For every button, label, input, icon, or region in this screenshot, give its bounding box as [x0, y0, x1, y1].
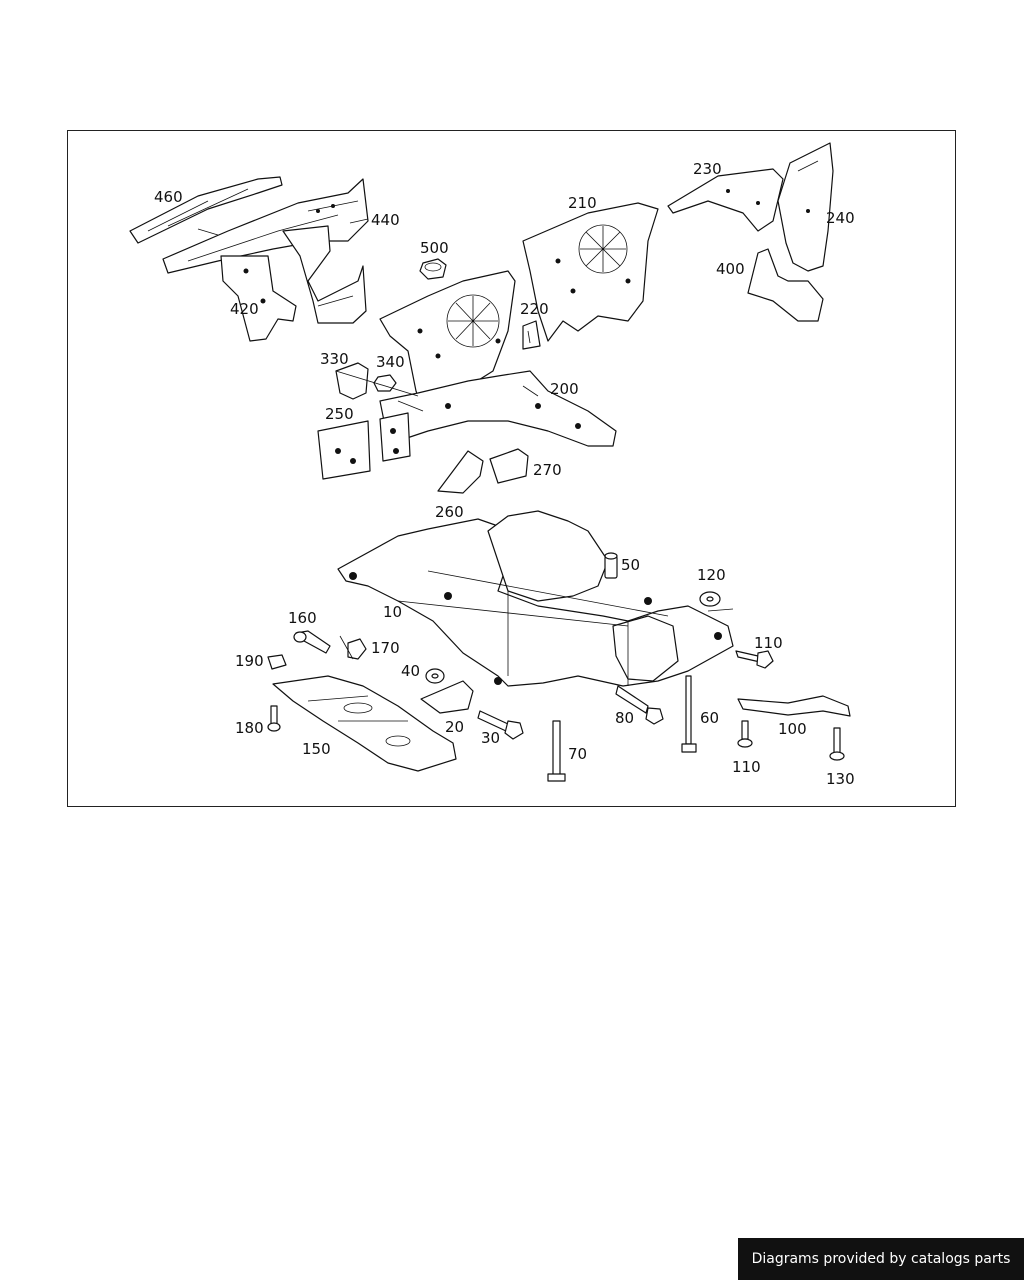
callout-440: 440 [371, 211, 400, 229]
footer-credit-banner: Diagrams provided by catalogs parts [738, 1238, 1024, 1280]
part-210-wheelhouse-right [522, 202, 659, 342]
callout-130: 130 [826, 770, 855, 788]
callout-20: 20 [445, 718, 464, 736]
leader-lines [197, 218, 734, 612]
part-10-subframe [337, 510, 734, 687]
callout-340: 340 [376, 353, 405, 371]
part-80-bolt [615, 685, 664, 725]
callout-60: 60 [700, 709, 719, 727]
part-210-wheelhouse-left [379, 270, 516, 422]
footer-credit-text: Diagrams provided by catalogs parts [751, 1251, 1011, 1267]
callout-10: 10 [383, 603, 402, 621]
part-270-bracket [489, 448, 529, 484]
callout-120: 120 [697, 566, 726, 584]
part-230-panel [667, 168, 784, 232]
part-150-plate [272, 675, 457, 772]
part-190-nut [267, 654, 287, 670]
callout-460: 460 [154, 188, 183, 206]
part-240-panel [777, 142, 834, 272]
part-260-bracket [437, 450, 484, 494]
part-70-bolt [547, 720, 566, 782]
callout-80: 80 [615, 709, 634, 727]
callout-50: 50 [621, 556, 640, 574]
part-130-bolt [829, 727, 845, 761]
callout-270: 270 [533, 461, 562, 479]
parts-diagram-frame: 460 440 420 500 330 340 250 210 220 200 … [67, 130, 956, 807]
part-250-bracket [317, 412, 411, 480]
part-110-bolt-lower [737, 720, 753, 748]
parts-diagram: 460 440 420 500 330 340 250 210 220 200 … [129, 142, 855, 788]
callout-500: 500 [420, 239, 449, 257]
callout-190: 190 [235, 652, 264, 670]
part-500-plug [419, 258, 447, 280]
callout-40: 40 [401, 662, 420, 680]
part-420-bracket [220, 255, 297, 342]
callout-400: 400 [716, 260, 745, 278]
part-170-nut [339, 635, 367, 660]
callout-220: 220 [520, 300, 549, 318]
callout-170: 170 [371, 639, 400, 657]
part-40-washer [425, 668, 445, 684]
callout-180: 180 [235, 719, 264, 737]
callout-250: 250 [325, 405, 354, 423]
callout-labels: 460 440 420 500 330 340 250 210 220 200 … [154, 160, 855, 788]
part-440-rail [162, 178, 369, 274]
part-160-bolt [293, 630, 331, 654]
callout-330: 330 [320, 350, 349, 368]
part-460-rail [129, 176, 283, 244]
part-30-bolt [477, 710, 524, 740]
callout-150: 150 [302, 740, 331, 758]
part-180-bolt [267, 705, 281, 732]
part-220-plate [522, 320, 541, 350]
part-440-bracket [282, 225, 367, 324]
part-50-stud [604, 552, 618, 579]
callout-160: 160 [288, 609, 317, 627]
callout-110-lower: 110 [732, 758, 761, 776]
part-330-bracket [335, 362, 369, 400]
callout-200: 200 [550, 380, 579, 398]
part-200-member [379, 370, 617, 447]
callout-230: 230 [693, 160, 722, 178]
part-60-bolt [681, 675, 697, 753]
callout-100: 100 [778, 720, 807, 738]
callout-260: 260 [435, 503, 464, 521]
callout-30: 30 [481, 729, 500, 747]
part-400-panel [747, 248, 824, 322]
callout-210: 210 [568, 194, 597, 212]
part-120-washer [699, 591, 721, 607]
part-20-bracket [420, 680, 474, 714]
callout-70: 70 [568, 745, 587, 763]
callout-240: 240 [826, 209, 855, 227]
callout-420: 420 [230, 300, 259, 318]
part-110-bolt-upper [735, 650, 774, 669]
part-100-strut [737, 695, 851, 717]
callout-110-upper: 110 [754, 634, 783, 652]
